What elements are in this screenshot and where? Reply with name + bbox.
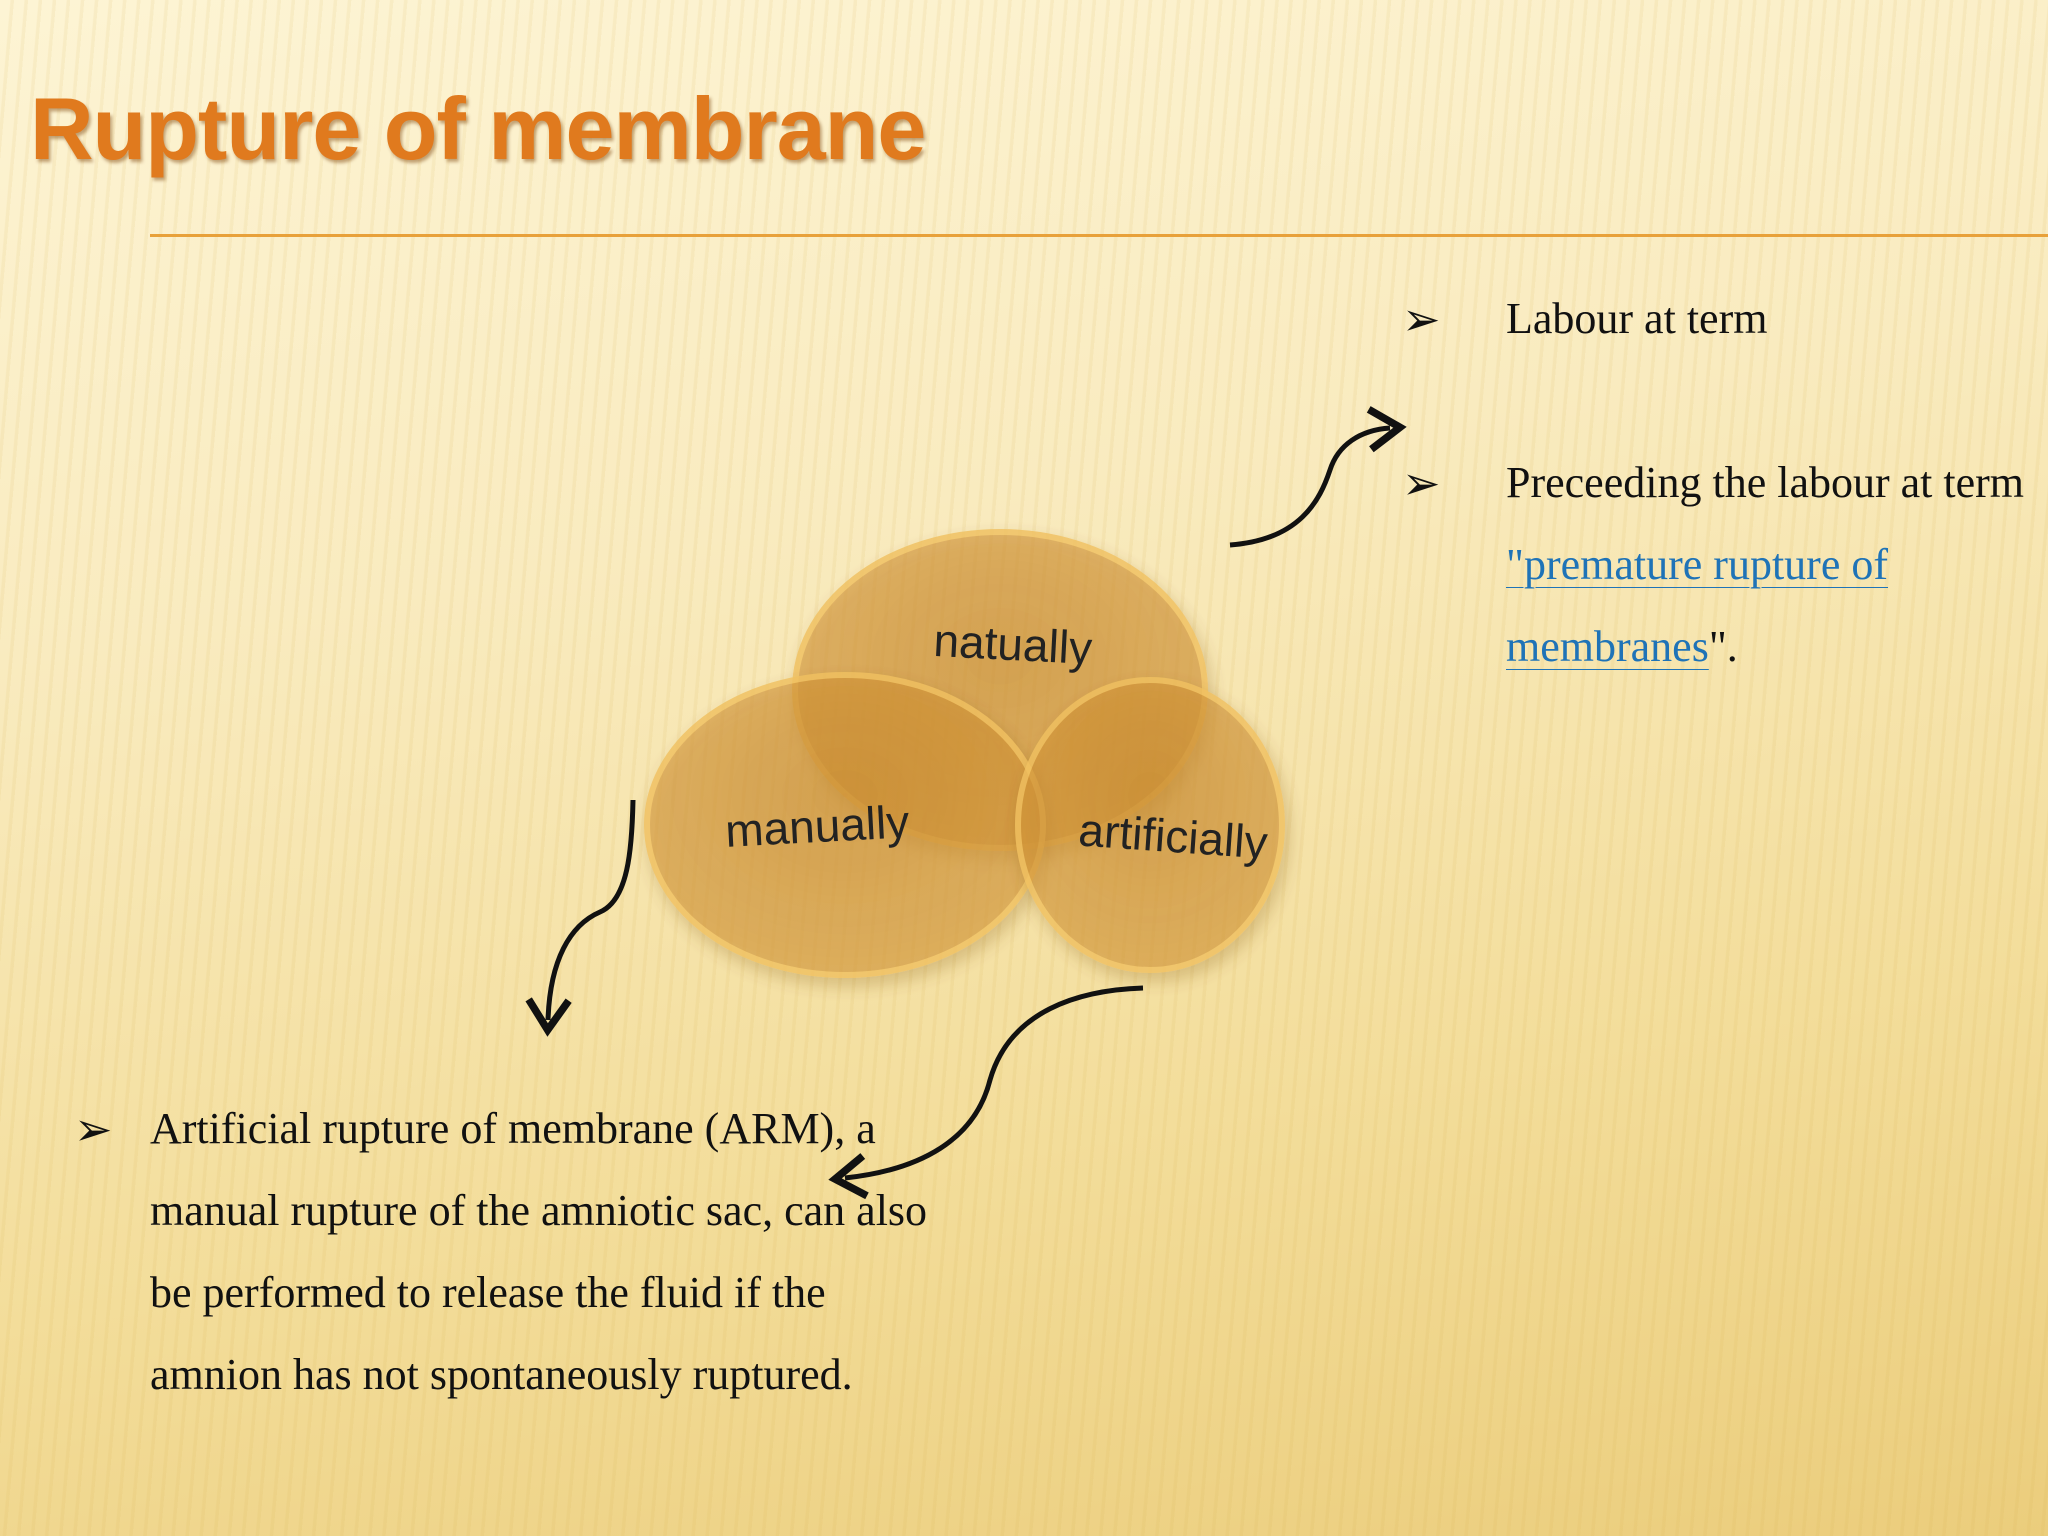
bullet-labour-at-term: ➢ Labour at term — [1402, 278, 2022, 360]
slide-title: Rupture of membrane — [30, 79, 926, 178]
venn-circle-manually: manually — [644, 672, 1046, 978]
arrowhead-bullet-icon: ➢ — [1402, 456, 1441, 510]
bullet-text: Labour at term — [1506, 294, 1768, 343]
bullet-text-tail: ". — [1708, 622, 1738, 671]
venn-label-manually: manually — [724, 795, 911, 857]
bullet-text-lead: Preceeding the labour at term — [1506, 458, 2025, 507]
arrowhead-bullet-icon: ➢ — [1402, 292, 1441, 346]
bullet-arm: ➢ Artificial rupture of membrane (ARM), … — [74, 1088, 934, 1508]
bullet-text: Preceeding the labour at term "premature… — [1506, 442, 2026, 688]
bullet-preceeding-labour: ➢ Preceeding the labour at term "prematu… — [1402, 442, 2024, 692]
title-divider — [150, 234, 2048, 237]
venn-circle-artificially: artificially — [1015, 677, 1285, 973]
curved-arrow-icon — [828, 985, 1144, 1200]
premature-rupture-link[interactable]: "premature rupture of membranes — [1506, 540, 1889, 671]
curved-arrow-icon — [1229, 406, 1407, 548]
arrowhead-bullet-icon: ➢ — [74, 1102, 113, 1156]
curved-arrow-icon — [525, 799, 636, 1037]
bullet-text: Artificial rupture of membrane (ARM), a … — [150, 1104, 928, 1399]
venn-label-natually: natually — [932, 614, 1093, 674]
